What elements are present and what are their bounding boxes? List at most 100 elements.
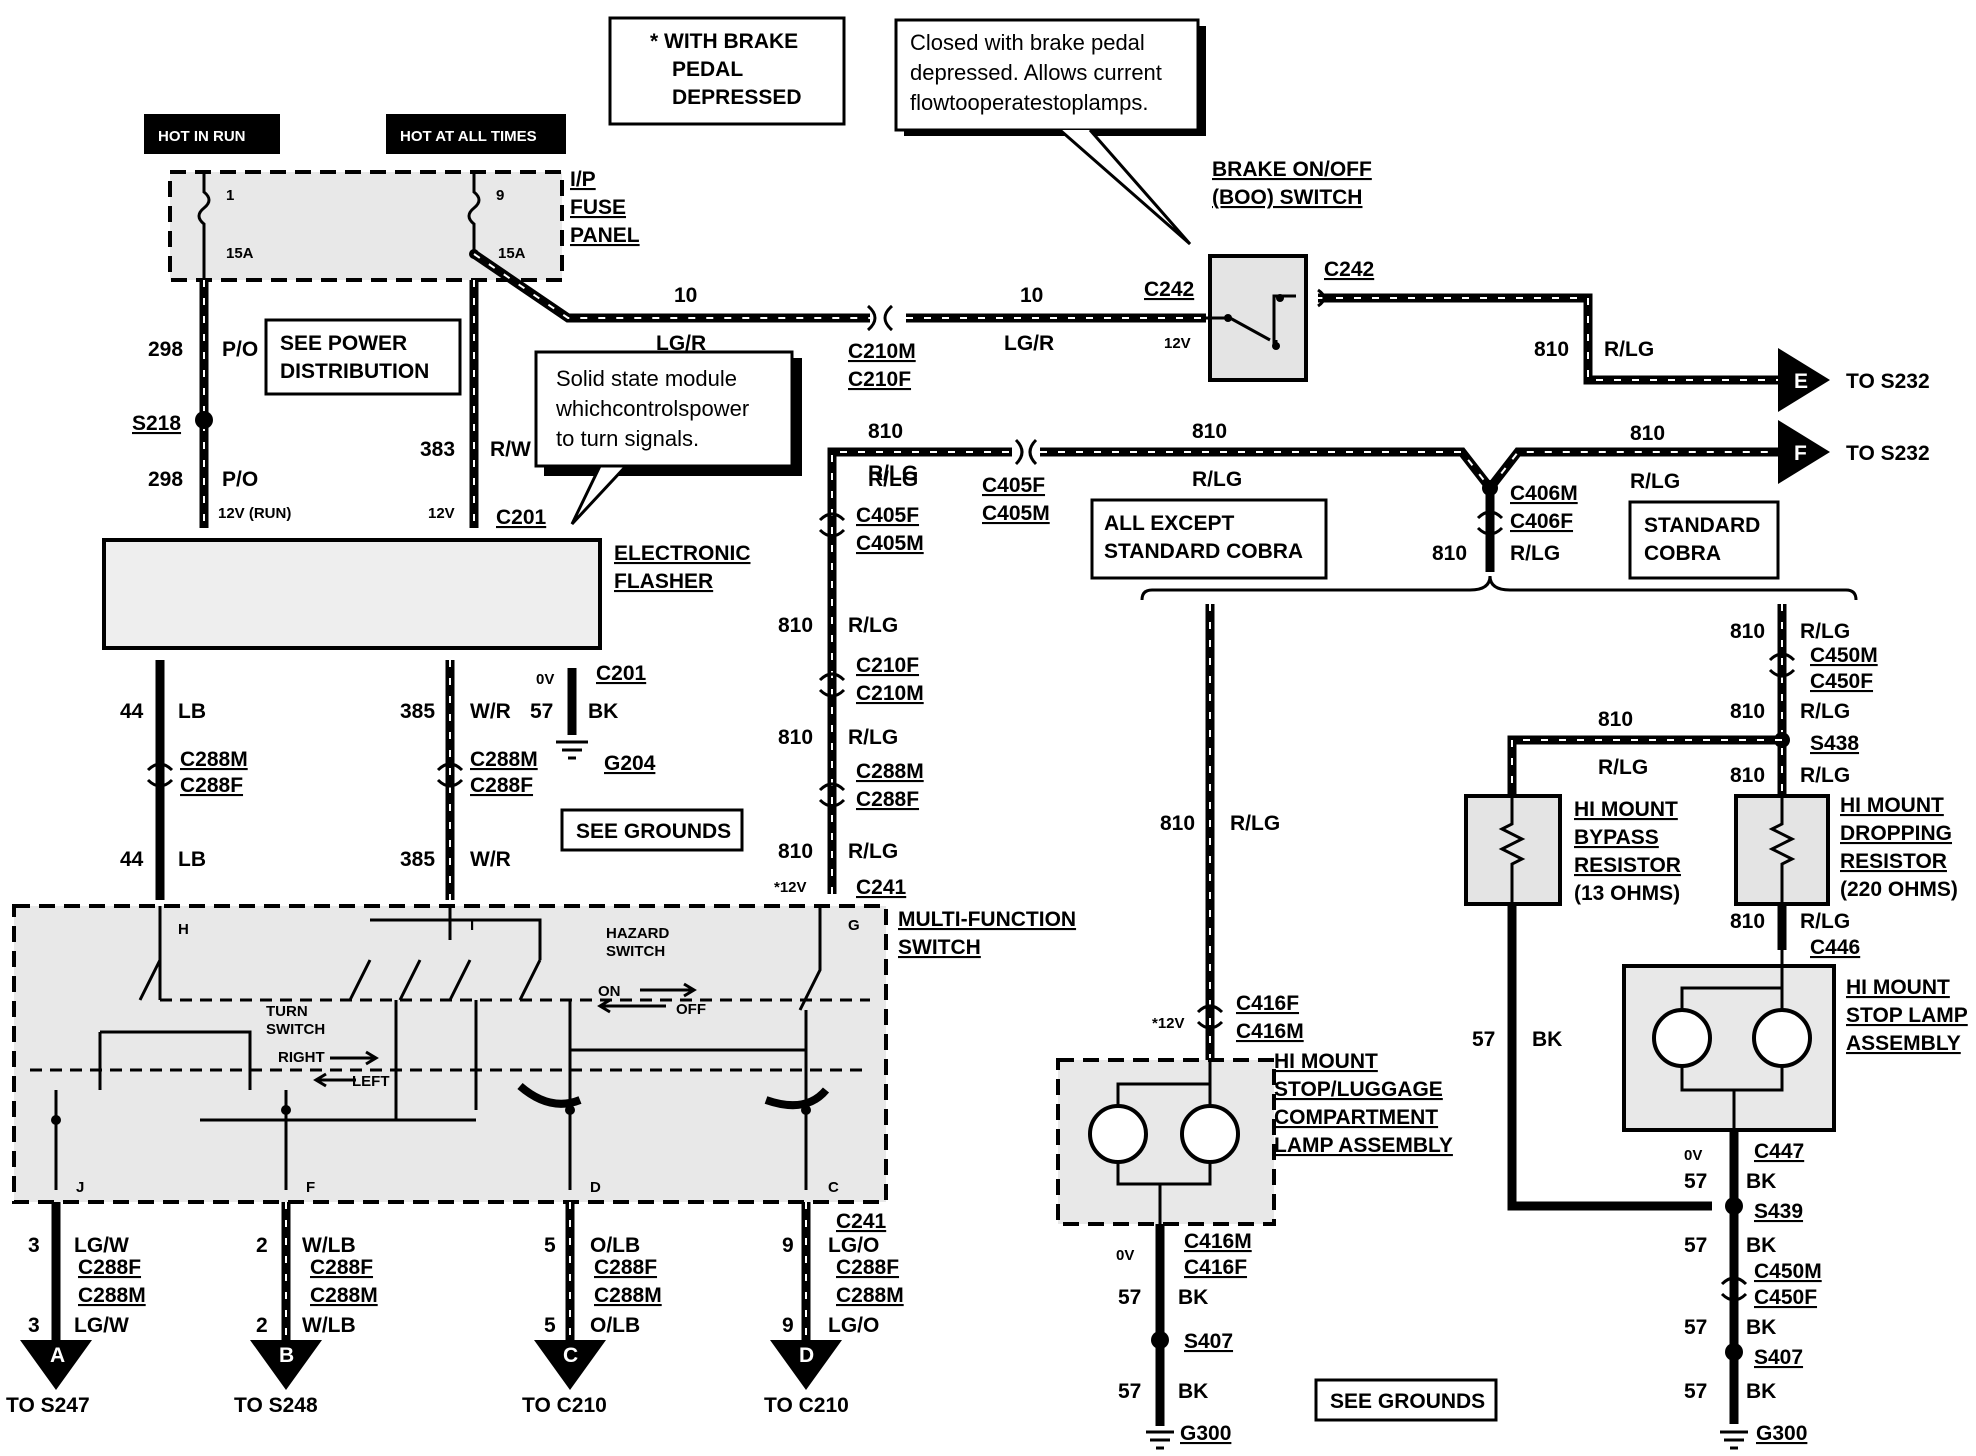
svg-text:C201: C201 <box>596 662 647 685</box>
svg-text:C406F: C406F <box>1510 510 1573 533</box>
svg-text:C242: C242 <box>1324 258 1374 281</box>
svg-text:LG/R: LG/R <box>1004 332 1054 355</box>
svg-text:57: 57 <box>1684 1316 1707 1339</box>
see-power-distribution-box <box>264 318 462 396</box>
svg-text:57: 57 <box>530 700 553 723</box>
ip-fuse-panel-box <box>168 170 564 282</box>
svg-text:298: 298 <box>148 468 183 491</box>
svg-text:E: E <box>1794 370 1808 393</box>
svg-text:12V: 12V <box>1164 335 1191 352</box>
svg-text:MULTI-FUNCTION: MULTI-FUNCTION <box>898 908 1076 931</box>
arrow-d <box>770 1340 842 1390</box>
all-except-cobra-box <box>1090 498 1328 580</box>
svg-text:R/LG: R/LG <box>1192 468 1242 491</box>
svg-text:P/O: P/O <box>222 468 258 491</box>
connector-c288-mid <box>436 762 464 788</box>
svg-text:S439: S439 <box>1754 1200 1803 1223</box>
svg-text:298: 298 <box>148 338 183 361</box>
svg-text:810: 810 <box>1534 338 1569 361</box>
fuse-1-number: 1 <box>226 187 234 204</box>
arrow-b <box>250 1340 322 1390</box>
svg-text:C447: C447 <box>1754 1140 1804 1163</box>
svg-text:TO S248: TO S248 <box>234 1394 318 1417</box>
arrow-c <box>534 1340 606 1390</box>
see-grounds-box-2 <box>1314 1378 1498 1422</box>
svg-text:D: D <box>590 1179 601 1196</box>
svg-text:57: 57 <box>1118 1286 1141 1309</box>
svg-text:57: 57 <box>1684 1170 1707 1193</box>
svg-text:SWITCH: SWITCH <box>266 1021 325 1038</box>
wire-10-lgr <box>471 250 1206 323</box>
svg-text:R/LG: R/LG <box>1510 542 1560 565</box>
svg-text:TURN: TURN <box>266 1003 308 1020</box>
svg-text:LAMP ASSEMBLY: LAMP ASSEMBLY <box>1274 1134 1453 1157</box>
svg-text:R/LG: R/LG <box>1604 338 1654 361</box>
svg-text:810: 810 <box>1730 620 1765 643</box>
svg-text:B: B <box>279 1344 294 1367</box>
svg-text:ASSEMBLY: ASSEMBLY <box>1846 1032 1961 1055</box>
hazard-direction-arrows <box>597 982 697 1014</box>
svg-text:57: 57 <box>1684 1380 1707 1403</box>
svg-text:9: 9 <box>782 1234 794 1257</box>
with-brake-note-box <box>608 16 846 126</box>
svg-text:G300: G300 <box>1756 1422 1807 1445</box>
svg-text:W/LB: W/LB <box>302 1234 356 1257</box>
svg-text:RESISTOR: RESISTOR <box>1574 854 1681 877</box>
svg-text:BK: BK <box>1532 1028 1562 1051</box>
svg-text:RESISTOR: RESISTOR <box>1840 850 1947 873</box>
svg-text:C210M: C210M <box>856 682 924 705</box>
svg-text:C416M: C416M <box>1184 1230 1252 1253</box>
svg-text:12V (RUN): 12V (RUN) <box>218 505 291 522</box>
connectors-left-chain <box>818 512 846 808</box>
svg-text:W/LB: W/LB <box>302 1314 356 1337</box>
svg-text:STOP/LUGGAGE: STOP/LUGGAGE <box>1274 1078 1443 1101</box>
svg-text:57: 57 <box>1684 1234 1707 1257</box>
connector-c405-h <box>1014 438 1038 466</box>
hot-in-run-tag <box>144 114 280 154</box>
stop-lamp-bulb-right <box>1752 1008 1812 1068</box>
svg-text:STOP LAMP: STOP LAMP <box>1846 1004 1968 1027</box>
svg-text:ON: ON <box>598 983 621 1000</box>
svg-text:C288F: C288F <box>180 774 243 797</box>
hot-at-all-times-label: HOT AT ALL TIMES <box>400 128 537 145</box>
svg-text:R/W: R/W <box>490 438 531 461</box>
svg-text:C416F: C416F <box>1236 992 1299 1015</box>
svg-text:C288M: C288M <box>836 1284 904 1307</box>
arrow-e <box>1778 348 1830 412</box>
ground-g204-icon <box>556 740 588 760</box>
luggage-bulb-right <box>1180 1104 1240 1164</box>
splice-s439 <box>1725 1197 1743 1215</box>
svg-text:G: G <box>848 917 860 934</box>
svg-text:S407: S407 <box>1754 1346 1803 1369</box>
svg-text:Closed with brake pedal: Closed with brake pedal <box>910 30 1145 55</box>
svg-text:R/LG: R/LG <box>1230 812 1280 835</box>
svg-text:C405M: C405M <box>856 532 924 555</box>
svg-text:depressed. Allows current: depressed. Allows current <box>910 60 1162 85</box>
wire-bypass-path <box>1507 735 1782 1211</box>
svg-text:*12V: *12V <box>1152 1015 1185 1032</box>
svg-text:BK: BK <box>588 700 618 723</box>
svg-text:H: H <box>178 921 189 938</box>
svg-text:C241: C241 <box>856 876 907 899</box>
svg-text:810: 810 <box>1432 542 1467 565</box>
svg-text:Solid state module: Solid state module <box>556 366 737 391</box>
svg-text:* WITH BRAKE: * WITH BRAKE <box>650 30 798 53</box>
svg-text:810: 810 <box>1730 764 1765 787</box>
svg-text:(220 OHMS): (220 OHMS) <box>1840 878 1958 901</box>
svg-text:HI MOUNT: HI MOUNT <box>1274 1050 1378 1073</box>
svg-text:SEE GROUNDS: SEE GROUNDS <box>1330 1390 1485 1413</box>
svg-text:810: 810 <box>1630 422 1665 445</box>
fuse-panel-title-3: PANEL <box>570 224 640 247</box>
svg-text:C: C <box>563 1344 578 1367</box>
svg-text:C288F: C288F <box>310 1256 373 1279</box>
fuse-panel-title-1: I/P <box>570 168 596 191</box>
svg-text:C: C <box>828 1179 839 1196</box>
svg-text:810: 810 <box>1730 700 1765 723</box>
svg-text:C210M: C210M <box>848 340 916 363</box>
svg-text:RIGHT: RIGHT <box>278 1049 325 1066</box>
svg-text:O/LB: O/LB <box>590 1234 640 1257</box>
connector-c288-left <box>146 762 174 788</box>
svg-text:C288F: C288F <box>470 774 533 797</box>
svg-text:J: J <box>76 1179 84 1196</box>
svg-text:C210F: C210F <box>856 654 919 677</box>
